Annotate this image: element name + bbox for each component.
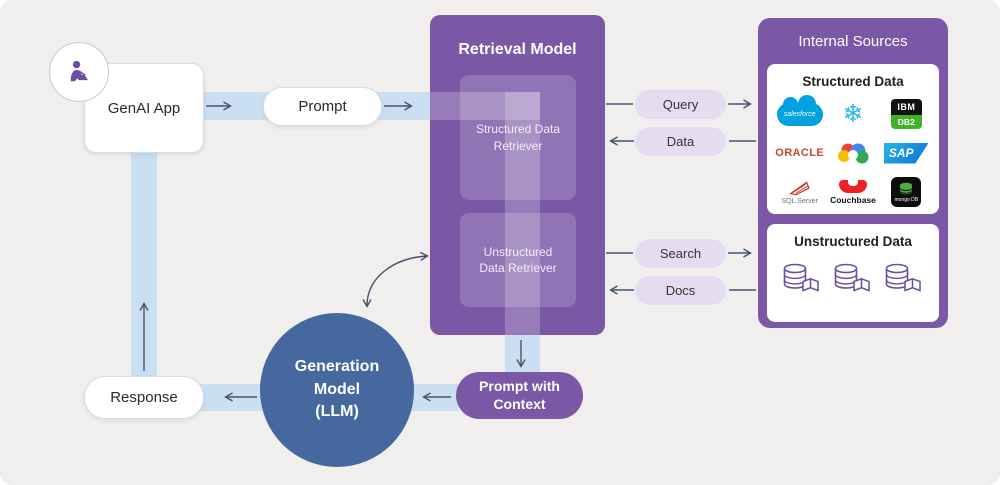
data-pill: Data [635,127,726,156]
oracle-logo: ORACLE [775,147,825,159]
search-label: Search [659,246,702,261]
docs-label: Docs [665,283,696,298]
query-label: Query [662,97,699,112]
salesforce-logo: salesforce [776,94,823,130]
sql-server-icon [788,180,810,195]
genai-app-node: GenAI App [84,63,204,153]
structured-data-retriever: Structured Data Retriever [460,75,576,200]
flow-band-inside-horizontal [430,92,540,120]
retrieval-model-title: Retrieval Model [458,41,577,58]
query-pill: Query [635,90,726,119]
prompt-label: Prompt [298,98,347,115]
ibm-db2-logo: IBM DB2 [890,98,922,130]
retrieval-model-box: Retrieval Model Structured Data Retrieve… [430,15,605,335]
user-avatar [49,42,109,102]
snowflake-icon: ❄ [842,99,864,128]
snowflake-logo: ❄ [843,98,864,130]
database-book-icon [834,263,870,292]
structured-data-card: Structured Data salesforce ❄ IBM DB2 [767,64,939,214]
flow-band-retrieval-to-context [505,334,540,374]
structured-data-logo-grid: salesforce ❄ IBM DB2 ORACLE [767,89,939,208]
google-cloud-icon [837,143,869,164]
generation-model-label: Generation Model [294,358,380,398]
unstructured-data-retriever: Unstructured Data Retriever [460,213,576,307]
genai-app-label: GenAI App [107,99,181,117]
mongodb-logo: mongo DB [891,176,922,208]
mongodb-icon: mongo DB [891,177,922,207]
unstructured-data-card: Unstructured Data [767,224,939,322]
structured-data-retriever-label: Structured Data Retriever [475,122,561,153]
sap-logo: SAP [883,137,929,169]
search-pill: Search [635,239,726,268]
generation-model-node: Generation Model (LLM) [260,313,414,467]
unstructured-data-retriever-label: Unstructured Data Retriever [479,244,557,275]
prompt-with-context-pill: Prompt with Context [456,372,583,419]
salesforce-cloud-icon: salesforce [776,94,823,126]
flow-band-response-up [131,150,157,378]
docs-pill: Docs [635,276,726,305]
structured-data-title: Structured Data [802,74,904,89]
mongodb-db-glyph [899,182,913,194]
prompt-with-context-label: Prompt with Context [479,378,560,412]
prompt-pill: Prompt [263,87,382,126]
unstructured-data-icons [767,263,939,293]
flow-band-inside-vertical [505,92,540,335]
database-book-icon [885,263,921,292]
google-cloud-logo [834,137,872,169]
ibm-db2-icon: IBM DB2 [890,99,922,129]
couchbase-icon [838,179,867,193]
sql-server-logo: SQL Server [782,176,818,208]
database-book-icon [783,263,819,292]
unstructured-data-title: Unstructured Data [794,234,912,249]
couchbase-logo: Couchbase [830,176,876,208]
internal-sources-title: Internal Sources [798,33,908,50]
generation-model-llm-label: (LLM) [315,403,359,421]
data-label: Data [666,134,695,149]
response-label: Response [110,389,178,406]
response-pill: Response [84,376,204,419]
internal-sources-box: Internal Sources Structured Data salesfo… [758,18,948,328]
person-laptop-icon [70,60,88,82]
